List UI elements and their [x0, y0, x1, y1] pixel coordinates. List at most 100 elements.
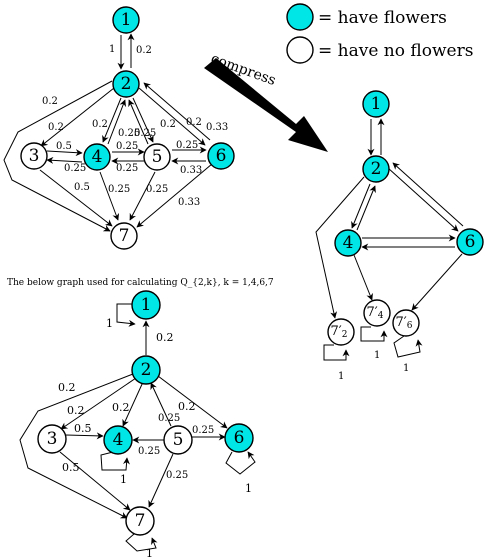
edge-comp-6-2: [392, 162, 464, 227]
node-comp-7p6: 7′6: [392, 309, 420, 337]
loop-bottom-7: [125, 533, 158, 552]
loop-label-bottom-6: 1: [245, 482, 252, 495]
node-top-5: 5: [143, 143, 171, 171]
loop-comp-7p2: [323, 344, 350, 361]
legend-no-flower-label: = have no flowers: [318, 41, 473, 61]
edge-top-4-3: [46, 156, 83, 164]
svg-text:2: 2: [121, 74, 132, 94]
svg-text:4: 4: [92, 147, 103, 167]
node-comp-1: 1: [362, 90, 390, 118]
edge-bottom-3-4: [65, 432, 104, 440]
graph-bottom: 1 0.2 0.2 0.2 0.2 0.25 0.2 0.5 0.25 0.25…: [19, 290, 256, 558]
edge-comp-4-2: [356, 185, 376, 231]
edge-top-5-7: [129, 171, 156, 221]
svg-text:1: 1: [141, 295, 152, 315]
edge-label: 0.25: [118, 128, 140, 139]
node-comp-7p4: 7′4: [363, 299, 391, 327]
edge-top-3-4: [46, 149, 83, 157]
edge-bottom-5-7: [148, 453, 174, 508]
edge-top-2-5: [132, 97, 154, 143]
svg-text:3: 3: [29, 146, 40, 166]
svg-text:6: 6: [234, 428, 245, 448]
node-comp-6: 6: [456, 228, 484, 256]
node-bottom-7: 7: [125, 506, 155, 536]
edge-label: 0.25: [166, 470, 188, 481]
edge-comp-6-7p6: [411, 253, 463, 311]
edge-label: 0.5: [74, 182, 90, 193]
loop-comp-7p4: [360, 326, 388, 342]
edge-label: 0.5: [56, 141, 72, 152]
legend: = have flowers = have no flowers: [286, 3, 473, 64]
graph-compressed: 1 1 1 1 2 4 6 7′2 7′4 7′6: [315, 90, 484, 382]
edge-bottom-3-7: [59, 451, 131, 511]
edge-label: 0.25: [116, 141, 138, 152]
edge-comp-4-7p4: [353, 254, 373, 301]
edge-label: 0.25: [134, 128, 156, 139]
node-top-3: 3: [20, 142, 48, 170]
loop-label-bottom-1: 1: [106, 317, 113, 330]
node-top-6: 6: [207, 142, 235, 170]
edge-label: 0.2: [58, 381, 76, 394]
legend-flower-swatch: [286, 3, 314, 31]
edge-label: 0.2: [178, 400, 196, 413]
svg-text:6: 6: [216, 146, 227, 166]
svg-text:6: 6: [465, 232, 476, 252]
edge-label: 0.2: [156, 331, 174, 344]
edge-label: 0.2: [67, 404, 85, 417]
legend-no-flower-swatch: [286, 36, 314, 64]
svg-text:4: 4: [113, 430, 124, 450]
edge-top-2-6: [138, 87, 206, 146]
loop-comp-7p6: [393, 335, 423, 358]
svg-text:7: 7: [135, 511, 146, 531]
node-top-1: 1: [112, 6, 140, 34]
node-bottom-1: 1: [131, 290, 161, 320]
loop-bottom-4: [100, 451, 130, 471]
edge-label: 0.33: [206, 122, 228, 133]
edge-top-2-4: [102, 97, 122, 143]
edge-label: 0.25: [192, 425, 214, 436]
svg-text:7′4: 7′4: [367, 305, 384, 322]
node-bottom-3: 3: [37, 424, 67, 454]
edge-label: 0.33: [180, 165, 202, 176]
node-top-2: 2: [112, 70, 140, 98]
graph-top: 1 0.2 0.2 0.2 0.2 0.25 0.2 0.25 0.2 0.33…: [3, 6, 235, 250]
edge-label: 0.2: [112, 401, 130, 414]
svg-text:7′6: 7′6: [396, 315, 413, 332]
edge-bottom-2-6: [157, 375, 228, 429]
svg-text:5: 5: [152, 147, 163, 167]
edge-label: 0.2: [42, 96, 58, 107]
edge-bottom-5-2: [150, 382, 172, 427]
edge-label: 0.5: [74, 422, 92, 435]
edge-label: 0.25: [116, 163, 138, 174]
edge-top-6-2: [143, 82, 211, 141]
legend-flower-label: = have flowers: [318, 8, 447, 28]
edge-label: 0.25: [108, 184, 130, 195]
node-top-7: 7: [110, 222, 138, 250]
svg-text:1: 1: [121, 10, 132, 30]
edge-top-4-2: [107, 99, 126, 145]
edge-label: 0.25: [158, 413, 180, 424]
loop-bottom-6: [225, 451, 256, 475]
node-bottom-2: 2: [131, 355, 161, 385]
edge-comp-2-4: [351, 183, 371, 229]
svg-text:5: 5: [173, 430, 184, 450]
svg-text:3: 3: [47, 429, 58, 449]
loop-label-7p6: 1: [403, 363, 409, 374]
edge-top-6-7: [136, 163, 213, 228]
loop-label-7p4: 1: [374, 350, 380, 361]
node-comp-7p2: 7′2: [327, 318, 355, 346]
edge-label: 0.2: [186, 117, 202, 128]
node-top-4: 4: [83, 143, 111, 171]
loop-label-bottom-7: 1: [146, 547, 153, 558]
svg-text:2: 2: [141, 360, 152, 380]
node-bottom-5: 5: [163, 425, 193, 455]
edge-label: 0.25: [176, 140, 198, 151]
edge-comp-2-6: [387, 167, 459, 232]
edge-top-3-7: [39, 169, 113, 227]
svg-text:4: 4: [343, 233, 354, 253]
edge-bottom-2-7: [19, 373, 134, 519]
node-bottom-6: 6: [224, 423, 254, 453]
node-bottom-4: 4: [103, 425, 133, 455]
edge-label: 0.5: [62, 461, 80, 474]
node-comp-4: 4: [334, 229, 362, 257]
